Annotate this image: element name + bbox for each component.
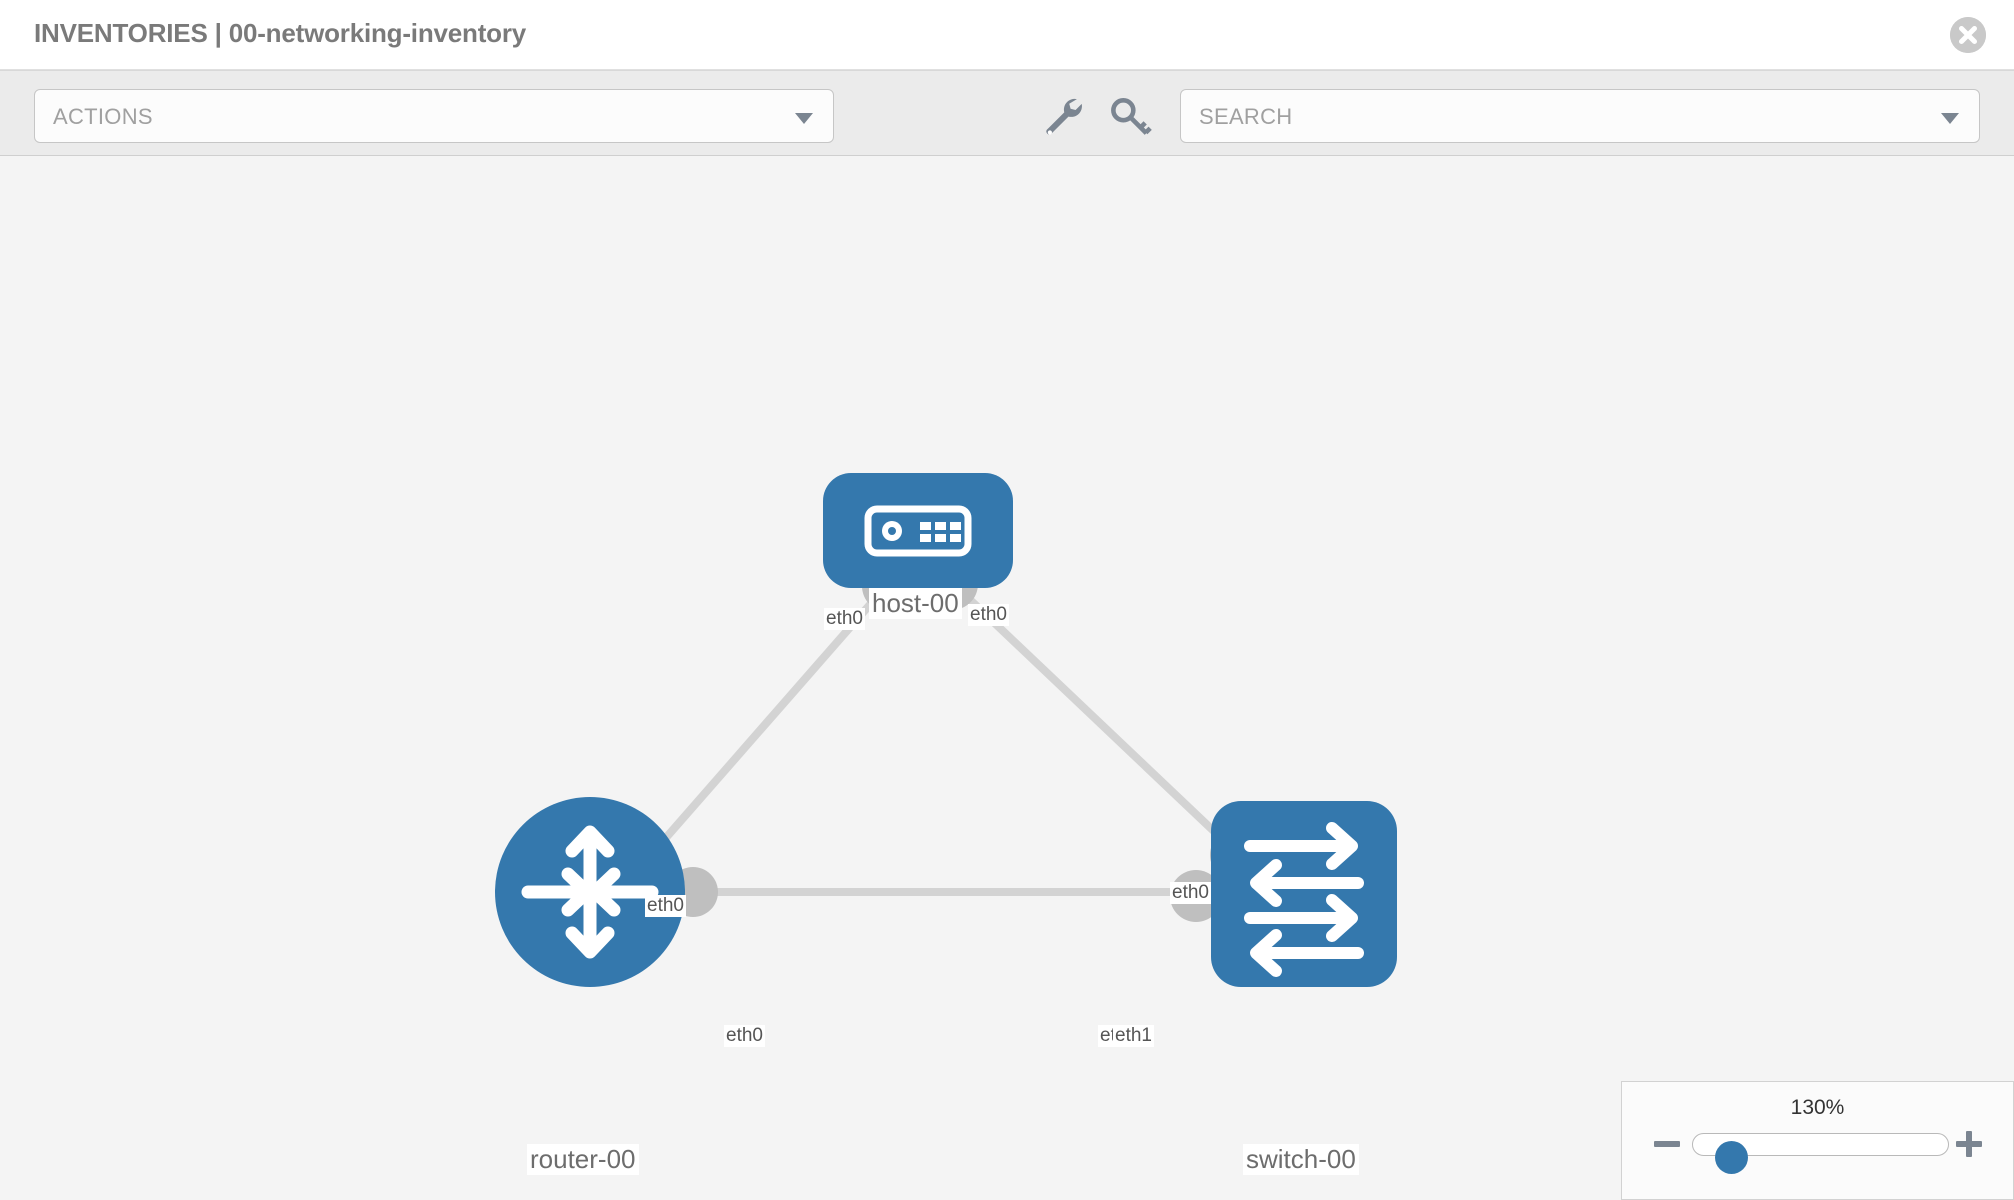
iface-label: eth0 [824,608,865,630]
iface-label: eth0 [1170,882,1211,904]
zoom-slider-thumb[interactable] [1715,1141,1748,1174]
iface-label: eth0 [968,604,1009,626]
plus-icon[interactable] [1954,1129,1984,1159]
endpoint-markers [668,558,1262,922]
key-icon[interactable] [1108,93,1154,139]
iface-label: eth1 [1113,1025,1154,1047]
zoom-slider[interactable] [1692,1133,1949,1156]
actions-dropdown-label: ACTIONS [53,104,153,129]
node-label-switch-00: switch-00 [1243,1144,1359,1175]
zoom-level-value: 130% [1790,1096,1845,1119]
minus-icon[interactable] [1652,1129,1682,1159]
page-header: INVENTORIES | 00-networking-inventory [0,0,2014,70]
topology-canvas[interactable]: eth0 eth0 eth0 eth0 eth0 eth0 eth1 host-… [0,156,2014,1200]
search-placeholder: SEARCH [1199,104,1293,129]
iface-label: eth0 [645,895,686,917]
toolbar: ACTIONS SEARCH [0,70,2014,156]
zoom-control-panel: 130% [1621,1081,2014,1200]
node-label-host-00: host-00 [869,588,962,619]
wrench-icon[interactable] [1038,93,1084,139]
close-icon[interactable] [1950,17,1986,53]
actions-dropdown[interactable]: ACTIONS [34,89,834,143]
node-host-00[interactable] [823,473,1013,588]
topology-graph [495,473,1397,987]
chevron-down-icon[interactable] [1941,113,1959,124]
search-input[interactable]: SEARCH [1180,89,1980,143]
node-switch-00[interactable] [1211,801,1397,987]
iface-label: eth0 [724,1025,765,1047]
node-router-00[interactable] [495,797,685,987]
page-title: INVENTORIES | 00-networking-inventory [34,18,527,48]
node-label-router-00: router-00 [527,1144,639,1175]
chevron-down-icon [795,113,813,124]
